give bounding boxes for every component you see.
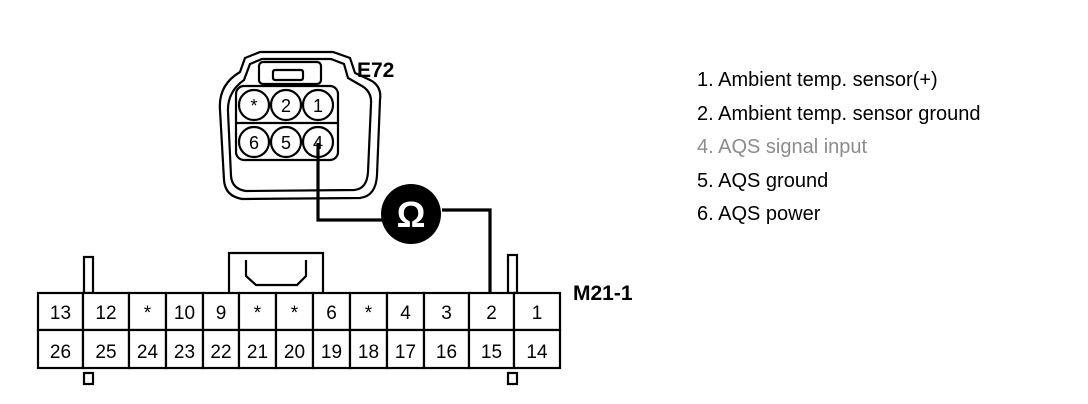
e72-connector [218,50,382,201]
e72-pin [269,125,303,159]
m21-pin-cell [348,291,389,332]
test-wires [316,143,492,300]
m21-pin-cell [512,291,562,332]
legend-item: 2. Ambient temp. sensor ground [697,102,981,125]
m21-pin-label: 25 [95,342,116,363]
m21-pin-cell [201,328,241,370]
m21-pin-label: 9 [216,303,227,324]
m21-pin-label: 1 [532,303,543,324]
e72-latch [257,60,323,86]
e72-pin-label: 6 [249,133,259,153]
m21-pin-label: 16 [436,342,457,363]
legend-item: 5. AQS ground [697,169,829,192]
e72-inner-shell [226,57,373,193]
m21-pin-cell [348,328,389,370]
m21-pin-label: * [291,303,299,324]
m21-pin-label: 22 [210,342,231,363]
wire-e72-pin4 [316,143,388,222]
legend-item: 4. AQS signal input [697,136,868,158]
m21-bottom-tab-right [506,371,519,386]
pin-function-legend: 1. Ambient temp. sensor(+) 2. Ambient te… [697,64,981,232]
e72-label: E72 [357,59,394,82]
m21-pin-cell [237,328,278,370]
ohmmeter-body [381,184,441,244]
m21-pin-label: 21 [247,342,268,363]
m21-pin-label: 20 [284,342,305,363]
m21-pin-label: 17 [395,342,416,363]
e72-pin-label: 2 [281,96,291,116]
m21-pin-label: 12 [95,303,116,324]
m21-pin-label: 23 [174,342,195,363]
m21-latch [227,251,325,293]
m21-right-guide [506,253,519,295]
ohm-symbol-icon: Ω [397,194,426,235]
m21-pin-label: 19 [321,342,342,363]
e72-outer-shell [218,50,382,201]
m21-pin-label: 14 [526,342,548,363]
m21-pin-label: * [254,303,262,324]
legend-item: 1. Ambient temp. sensor(+) [697,69,938,91]
e72-pin-label: * [250,96,257,116]
m21-pin-cells: 13 26 12 25 * 24 10 23 9 22 * 21 * 20 6 19 * 18 4 17 3 16 2 15 1… [36,291,562,370]
m21-pin-label: 13 [50,303,71,324]
m21-pin-cell [512,328,562,370]
m21-pin-cell [467,328,516,370]
m21-pin-cell [422,328,471,370]
m21-left-guide [82,255,95,295]
e72-pin-label: 1 [313,96,323,116]
m21-pin-label: 18 [358,342,379,363]
m21-pin-cell [164,328,205,370]
m21-pin-label: 26 [50,342,71,363]
m21-pin-label: * [144,303,152,324]
m21-pin-label: * [365,303,373,324]
e72-latch-tab [271,68,305,82]
m21-pin-label: 15 [481,342,502,363]
wire-m21-pin2 [442,208,492,300]
ohmmeter: Ω [381,184,441,244]
m21-label: M21-1 [573,282,633,305]
e72-pin [269,88,303,122]
m21-pin-cell [274,291,315,332]
m21-pin-cell [81,328,131,370]
m21-latch-inner [244,260,308,287]
e72-pin [301,88,335,122]
m21-pin-label: 2 [486,303,497,324]
legend-item: 6. AQS power [697,203,821,225]
m21-pin-cell [164,291,205,332]
e72-pin-label: 5 [281,133,291,153]
m21-pin-label: 10 [174,303,195,324]
m21-pin-label: 24 [137,342,159,363]
m21-pin-label: 6 [326,303,337,324]
m21-pin-label: 3 [441,303,452,324]
m21-pin-label: 4 [400,303,411,324]
e72-pin [237,88,271,122]
e72-pin [237,125,271,159]
m21-bottom-tab-left [82,371,95,386]
